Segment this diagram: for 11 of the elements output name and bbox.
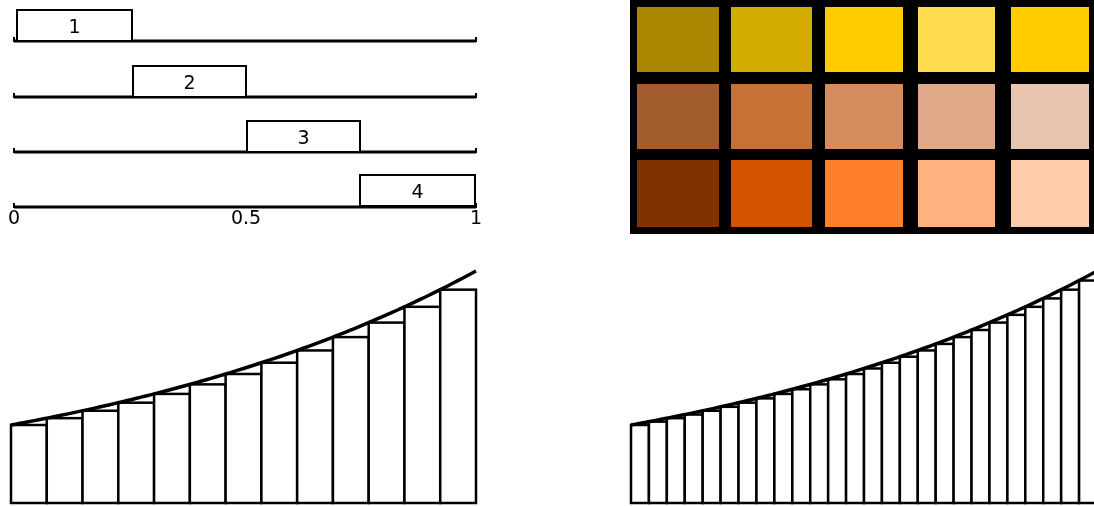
interval-number: 4: [411, 179, 424, 202]
interval-box: [132, 65, 247, 98]
interval-box: [16, 9, 133, 42]
tick-label: 1: [469, 207, 483, 227]
interval-box: [359, 174, 476, 207]
tick-label: 0.5: [230, 207, 262, 227]
interval-number: 3: [297, 125, 310, 148]
interval-box: [246, 120, 361, 153]
interval-number: 2: [183, 70, 196, 93]
tick-label: 0: [7, 207, 21, 227]
interval-number: 1: [68, 14, 81, 37]
